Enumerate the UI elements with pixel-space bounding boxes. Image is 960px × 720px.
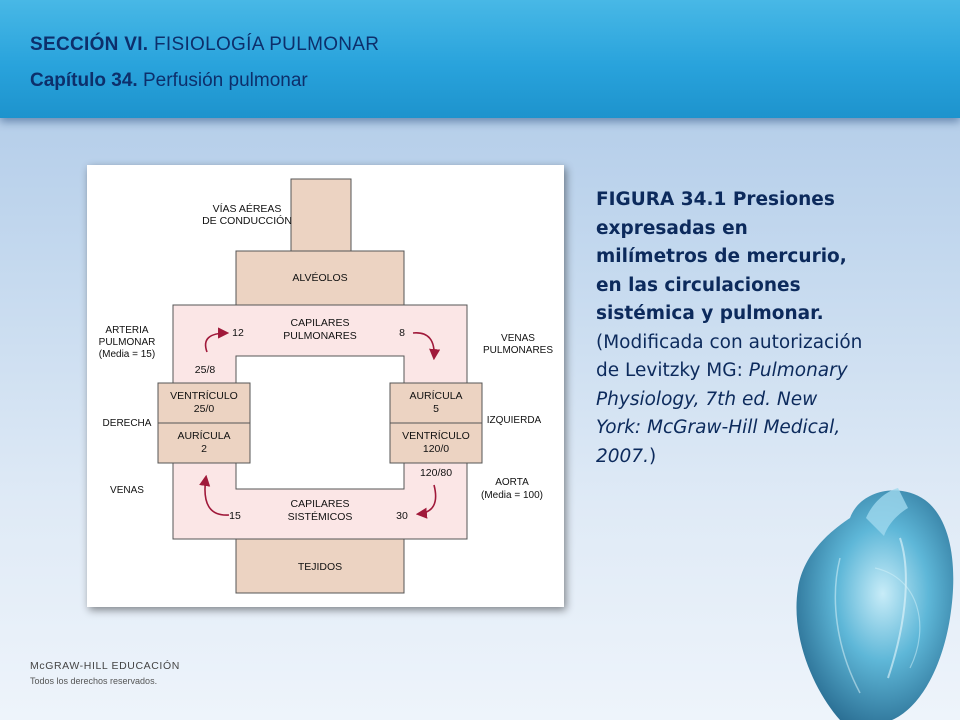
- section-label: SECCIÓN VI.: [30, 34, 149, 55]
- right-atrium-pressure: 2: [201, 443, 207, 455]
- pulmonary-artery-label-2: PULMONAR: [99, 337, 156, 348]
- aorta-label-2: (Media = 100): [481, 490, 543, 501]
- right-ventricle-pressure: 25/0: [194, 403, 215, 415]
- header-bar: SECCIÓN VI. FISIOLOGÍA PULMONAR Capítulo…: [0, 0, 960, 118]
- chapter-label: Capítulo 34.: [30, 70, 138, 91]
- left-ventricle-box: [389, 422, 483, 464]
- pressure-pulm-artery: 25/8: [195, 364, 216, 376]
- systemic-capillaries-label-1: CAPILARES: [291, 498, 350, 510]
- left-side-label: IZQUIERDA: [487, 415, 542, 426]
- right-atrium-box: [157, 422, 251, 464]
- veins-label: VENAS: [110, 485, 144, 496]
- caption-italic: Pulmonary Physiology, 7th ed. New York: …: [596, 360, 848, 467]
- aorta-label-1: AORTA: [495, 477, 529, 488]
- alveoli-box: [235, 250, 405, 306]
- arrow-pulmonary-veins: [412, 332, 441, 361]
- right-ventricle-box: [157, 382, 251, 424]
- pulmonary-capillaries-label-2: PULMONARES: [283, 330, 357, 342]
- section-title: SECCIÓN VI. FISIOLOGÍA PULMONAR: [30, 34, 379, 56]
- left-atrium-label: AURÍCULA: [409, 389, 462, 402]
- pulmonary-capillaries-label-1: CAPILARES: [291, 317, 350, 329]
- caption-bold: FIGURA 34.1 Presiones expresadas en milí…: [596, 189, 847, 324]
- caption-closing: ): [648, 445, 657, 467]
- pulmonary-artery-label-1: ARTERIA: [105, 325, 148, 336]
- airways-label-1: VÍAS AÉREAS: [213, 202, 282, 215]
- copyright-text: Todos los derechos reservados.: [30, 676, 158, 686]
- alveoli-label: ALVÉOLOS: [292, 271, 347, 284]
- arrow-aorta: [415, 484, 437, 519]
- arrow-veins: [199, 474, 230, 516]
- pressure-sys-cap-in: 30: [396, 510, 408, 522]
- right-side-label: DERECHA: [103, 418, 152, 429]
- systemic-capillaries-label-2: SISTÉMICOS: [288, 510, 353, 523]
- section-name: FISIOLOGÍA PULMONAR: [153, 34, 380, 55]
- left-ventricle-pressure: 120/0: [423, 443, 449, 455]
- left-ventricle-label: VENTRÍCULO: [402, 429, 470, 442]
- airways-label-2: DE CONDUCCIÓN: [202, 214, 292, 227]
- chapter-name: Perfusión pulmonar: [142, 70, 308, 91]
- right-ventricle-label: VENTRÍCULO: [170, 389, 238, 402]
- pulmonary-artery-label-3: (Media = 15): [99, 349, 155, 360]
- figure-caption: FIGURA 34.1 Presiones expresadas en milí…: [596, 186, 866, 471]
- pressure-pulm-cap-out: 8: [399, 327, 405, 339]
- left-atrium-box: [389, 382, 483, 424]
- right-atrium-label: AURÍCULA: [177, 429, 230, 442]
- caption-normal: (Modificada con autorización de Levitzky…: [596, 331, 863, 382]
- figure-panel: VÍAS AÉREAS DE CONDUCCIÓN ALVÉOLOS ARTER…: [87, 165, 564, 607]
- left-atrium-pressure: 5: [433, 403, 439, 415]
- tissues-label: TEJIDOS: [298, 561, 342, 573]
- pulmonary-veins-label-1: VENAS: [501, 333, 535, 344]
- airway-trunk: [290, 178, 352, 254]
- pressure-sys-cap-out: 15: [229, 510, 241, 522]
- publisher-logo-text: McGRAW-HILL EDUCACIÓN: [30, 660, 180, 672]
- pressure-aorta: 120/80: [420, 467, 452, 479]
- heart-illustration-icon: [796, 488, 954, 720]
- arrow-pulmonary-artery: [204, 327, 230, 353]
- pressure-pulm-cap-in: 12: [232, 327, 244, 339]
- circulation-diagram: VÍAS AÉREAS DE CONDUCCIÓN ALVÉOLOS ARTER…: [87, 165, 564, 607]
- pulmonary-veins-label-2: PULMONARES: [483, 345, 553, 356]
- chapter-title: Capítulo 34. Perfusión pulmonar: [30, 70, 308, 92]
